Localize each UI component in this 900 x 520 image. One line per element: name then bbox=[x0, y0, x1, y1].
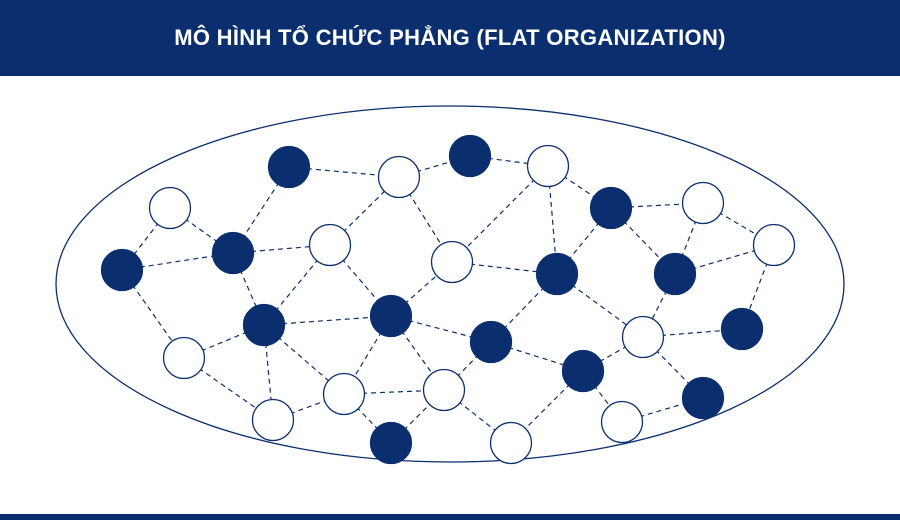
connection-edge bbox=[490, 273, 558, 343]
connection-edge bbox=[263, 324, 274, 421]
member-node-filled bbox=[561, 349, 605, 393]
member-node-empty bbox=[308, 223, 352, 267]
member-node-filled bbox=[242, 303, 286, 347]
member-node-empty bbox=[526, 144, 570, 188]
header-bar: MÔ HÌNH TỔ CHỨC PHẲNG (FLAT ORGANIZATION… bbox=[0, 0, 900, 76]
connection-edge bbox=[263, 315, 392, 326]
member-node-filled bbox=[469, 320, 513, 364]
member-node-filled bbox=[681, 376, 725, 420]
member-node-filled bbox=[267, 145, 311, 189]
member-node-empty bbox=[377, 155, 421, 199]
member-node-filled bbox=[448, 134, 492, 178]
member-node-empty bbox=[148, 186, 192, 230]
member-node-empty bbox=[752, 223, 796, 267]
member-node-empty bbox=[322, 372, 366, 416]
connection-edge bbox=[329, 244, 392, 317]
member-node-filled bbox=[211, 231, 255, 275]
member-node-empty bbox=[430, 240, 474, 284]
member-node-empty bbox=[621, 315, 665, 359]
connection-edge bbox=[490, 341, 584, 372]
member-node-filled bbox=[369, 294, 413, 338]
member-node-empty bbox=[681, 181, 725, 225]
member-node-filled bbox=[100, 248, 144, 292]
member-node-filled bbox=[653, 252, 697, 296]
connection-edge bbox=[451, 165, 549, 263]
member-node-filled bbox=[369, 421, 413, 465]
member-node-empty bbox=[251, 398, 295, 442]
member-node-filled bbox=[535, 252, 579, 296]
member-node-empty bbox=[600, 400, 644, 444]
member-node-filled bbox=[589, 186, 633, 230]
footer-divider bbox=[0, 514, 900, 520]
member-node-empty bbox=[489, 421, 533, 465]
member-node-empty bbox=[162, 336, 206, 380]
organization-boundary bbox=[55, 105, 845, 463]
member-node-empty bbox=[422, 368, 466, 412]
page-title: MÔ HÌNH TỔ CHỨC PHẲNG (FLAT ORGANIZATION… bbox=[174, 25, 726, 50]
member-node-filled bbox=[720, 307, 764, 351]
connection-edge bbox=[329, 176, 400, 246]
